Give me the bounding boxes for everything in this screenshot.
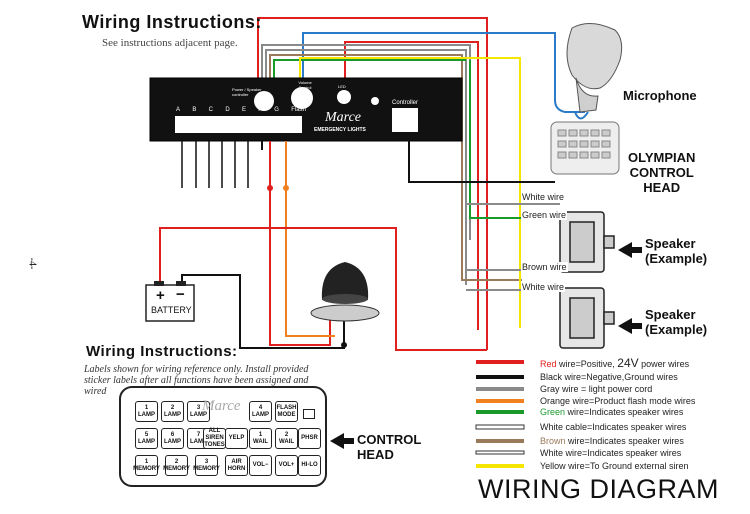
legend-gray: Gray wire = light power cord <box>540 384 653 394</box>
wire-label-green: Green wire <box>521 210 568 220</box>
legend-white-wire: White wire=Indicates speaker wires <box>540 448 682 458</box>
key-1-memory[interactable]: 1 MEMORY <box>133 455 160 476</box>
key-3-memory[interactable]: 3 MEMORY <box>193 455 220 476</box>
wiring-diagram-title: WIRING DIAGRAM <box>478 474 719 504</box>
instructions-title-2: Wiring Instructions: <box>86 343 238 360</box>
power-label: Power / Speaker controller <box>232 87 262 97</box>
wire-label-brown: Brown wire <box>521 262 568 272</box>
wire-label-white-2: White wire <box>521 282 566 292</box>
legend-white-cable: White cable=Indicates speaker wires <box>540 422 687 432</box>
page-number: -4- <box>26 257 38 270</box>
legend-red: Red wire=Positive, 24V power wires <box>540 356 690 370</box>
key-vol-down[interactable]: VOL− <box>249 455 272 476</box>
legend-green: Green wire=Indicates speaker wires <box>540 407 684 417</box>
key-2-memory[interactable]: 2 MEMORY <box>163 455 190 476</box>
key-yelp[interactable]: YELP <box>225 428 248 449</box>
speaker-1-label: Speaker(Example) <box>645 236 708 266</box>
keypad-brand: Marce <box>202 398 241 414</box>
wire-label-white-1: White wire <box>521 192 566 202</box>
battery-plus: + <box>156 287 165 304</box>
battery-icon <box>145 281 195 322</box>
beacon-light-icon <box>310 262 380 322</box>
speaker-2-icon <box>559 287 615 349</box>
control-head-keypad: 1 LAMP 2 LAMP 3 LAMP Marce 4 LAMP FLASH … <box>120 387 326 486</box>
keypad-slot-icon <box>303 409 315 419</box>
olympian-control-head-icon <box>550 121 620 175</box>
legend-black: Black wire=Negative,Ground wires <box>540 372 678 382</box>
controller-label: Controller <box>392 100 419 106</box>
key-air-horn[interactable]: AIR HORN <box>225 455 248 476</box>
page-title: Wiring Instructions: <box>82 12 262 32</box>
legend-orange: Orange wire=Product flash mode wires <box>540 396 696 406</box>
speaker-1-icon <box>559 211 615 273</box>
key-5-lamp[interactable]: 5 LAMP <box>135 428 158 449</box>
key-hi-lo[interactable]: HI-LO <box>298 455 321 476</box>
instructions-note: Labels shown for wiring reference only. … <box>84 364 309 397</box>
key-2-lamp[interactable]: 2 LAMP <box>161 401 184 422</box>
volume-label: Volume Control <box>298 80 312 90</box>
microphone-icon <box>566 23 623 120</box>
microphone-label: Microphone <box>623 88 697 103</box>
brand-sub: EMERGENCY LIGHTS <box>314 127 366 133</box>
speaker-2-label: Speaker(Example) <box>645 307 708 337</box>
key-all-siren-tones[interactable]: ALL SIREN TONES <box>203 428 226 449</box>
battery-minus: − <box>176 286 185 303</box>
key-1-lamp[interactable]: 1 LAMP <box>135 401 158 422</box>
page-subtitle: See instructions adjacent page. <box>102 37 238 49</box>
led-label: LED <box>338 84 346 89</box>
key-vol-up[interactable]: VOL+ <box>275 455 298 476</box>
legend-swatches <box>475 360 525 468</box>
battery-label: BATTERY <box>151 305 192 315</box>
key-phsr[interactable]: PHSR <box>298 428 321 449</box>
key-6-lamp[interactable]: 6 LAMP <box>161 428 184 449</box>
key-4-lamp[interactable]: 4 LAMP <box>249 401 272 422</box>
key-2-wail[interactable]: 2 WAIL <box>275 428 298 449</box>
key-1-wail[interactable]: 1 WAIL <box>249 428 272 449</box>
legend-brown: Brown wire=Indicates speaker wires <box>540 436 684 446</box>
legend-yellow: Yellow wire=To Ground external siren <box>540 461 689 471</box>
key-3-lamp[interactable]: 3 LAMP <box>187 401 210 422</box>
brand-logo: Marce <box>325 110 362 125</box>
key-flash-mode[interactable]: FLASH MODE <box>275 401 298 422</box>
